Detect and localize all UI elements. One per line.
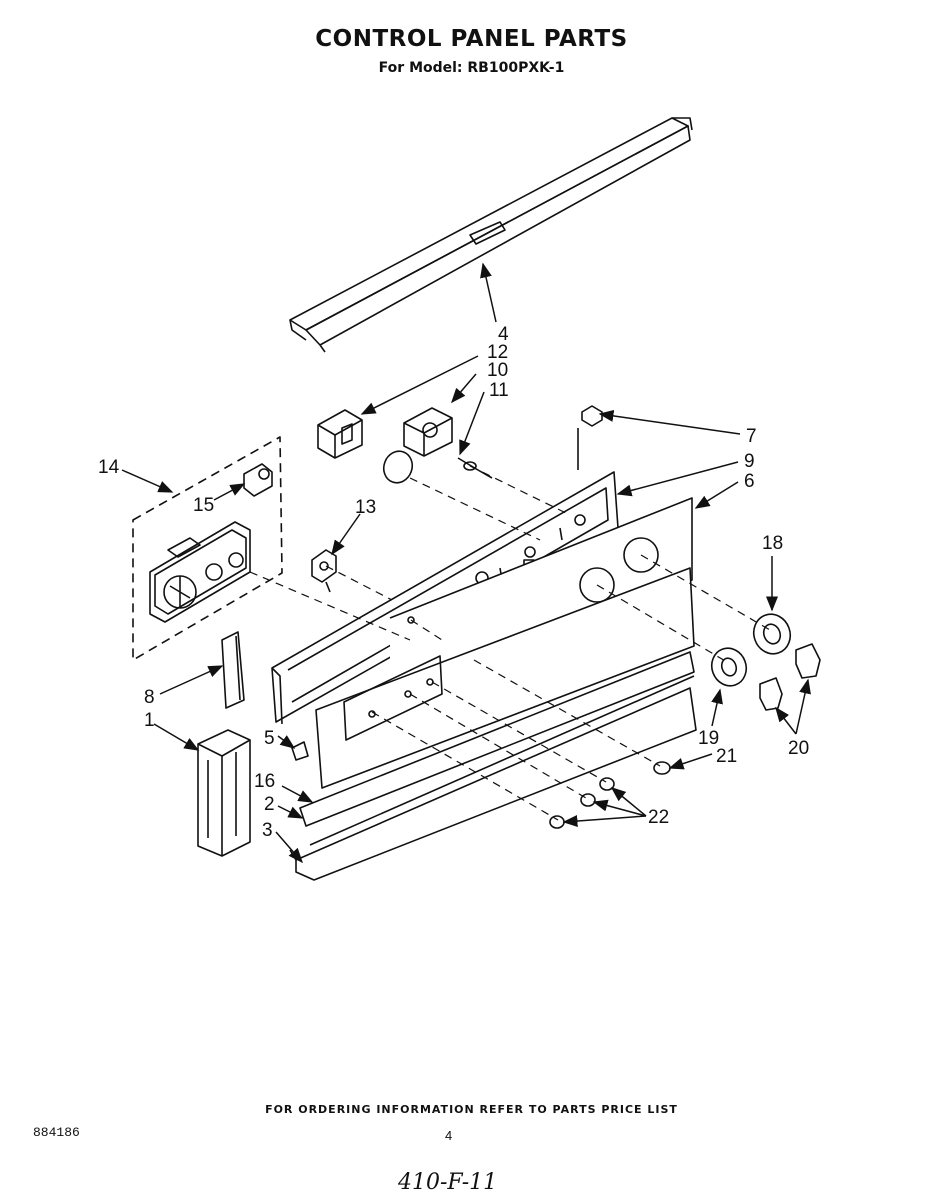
- page-title: CONTROL PANEL PARTS: [315, 26, 628, 52]
- callout-19: 19: [698, 728, 719, 749]
- callout-15: 15: [193, 495, 214, 516]
- part-11-lead: [382, 450, 493, 484]
- handwritten-note: 410-F-11: [398, 1170, 498, 1195]
- alignment-lines: [249, 465, 771, 821]
- callout-1: 1: [144, 710, 155, 731]
- callout-5: 5: [264, 728, 275, 749]
- callout-20: 20: [788, 738, 809, 759]
- callout-9: 9: [744, 451, 755, 472]
- part-5-cap: [291, 741, 309, 761]
- part-13-terminal: [311, 549, 337, 593]
- part-4-top-trim: [289, 117, 693, 353]
- callout-7: 7: [746, 426, 757, 447]
- part-1-terminal-box: [197, 729, 251, 857]
- callout-14: 14: [98, 457, 120, 478]
- ordering-note: FOR ORDERING INFORMATION REFER TO PARTS …: [265, 1103, 678, 1116]
- callout-11: 11: [489, 380, 509, 401]
- part-21-grommet: [653, 761, 671, 775]
- callout-12: 12: [487, 342, 508, 363]
- part-18-bezel: [752, 613, 792, 655]
- callout-21: 21: [716, 746, 737, 767]
- callout-10: 10: [487, 360, 508, 381]
- callout-18: 18: [762, 533, 783, 554]
- document-number: 884186: [33, 1125, 80, 1140]
- callout-6: 6: [744, 471, 755, 492]
- callout-22: 22: [648, 807, 669, 828]
- part-19-bezel: [710, 647, 748, 687]
- part-12-switch: [317, 409, 363, 459]
- callout-3: 3: [262, 820, 273, 841]
- callout-4: 4: [498, 324, 509, 345]
- part-7-clip: [577, 405, 603, 470]
- part-10-switch: [403, 407, 453, 457]
- part-14-clock-group: [132, 436, 283, 661]
- part-8-bracket: [221, 631, 245, 709]
- page-number: 4: [445, 1128, 453, 1143]
- callout-8: 8: [144, 687, 155, 708]
- callout-2: 2: [264, 794, 275, 815]
- model-subtitle: For Model: RB100PXK-1: [378, 60, 565, 76]
- part-15-clip: [243, 463, 273, 497]
- callout-16: 16: [254, 771, 275, 792]
- callout-13: 13: [355, 497, 376, 518]
